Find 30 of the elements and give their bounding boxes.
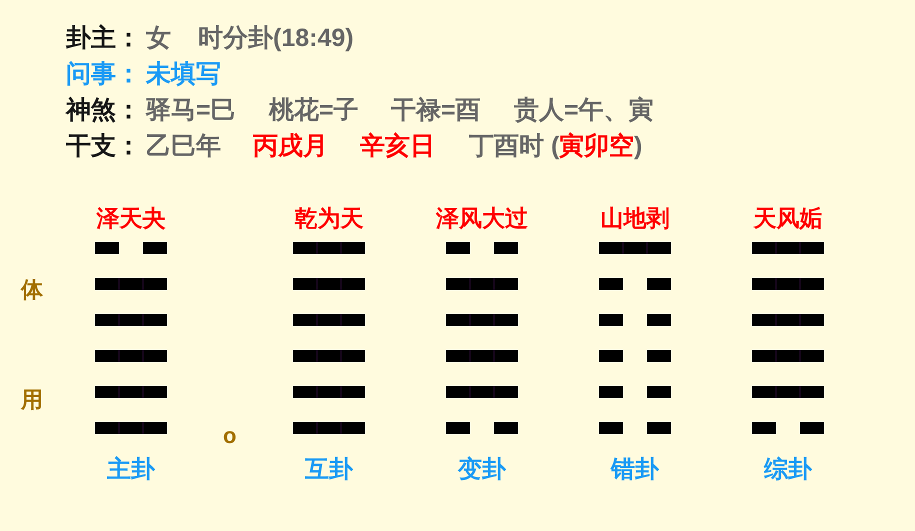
field-value: 贵人=午、寅 — [514, 95, 654, 125]
field-label: 卦主： — [66, 23, 141, 53]
field-label: 干支： — [66, 131, 141, 161]
field-value: 未填写 — [146, 59, 221, 89]
hexagram-name: 泽天夬 — [96, 205, 166, 231]
field-value: 寅卯空 — [559, 131, 634, 161]
field-value: 干禄=酉 — [391, 95, 481, 125]
hexagram-caption: 互卦 — [305, 457, 353, 483]
field-value: ) — [634, 131, 642, 161]
field-label: 神煞： — [66, 95, 141, 125]
hexagram-name: 山地剥 — [600, 205, 670, 231]
hexagram-caption: 主卦 — [107, 457, 155, 483]
field-label: 问事： — [66, 59, 141, 89]
side-label: 用 — [21, 389, 43, 411]
hexagram-name: 乾为天 — [294, 205, 364, 231]
field-value: 驿马=巳 — [146, 95, 236, 125]
field-value: 丙戌月 — [253, 131, 328, 161]
hexagram-name: 天风姤 — [754, 205, 822, 231]
hexagram-caption: 综卦 — [764, 457, 812, 483]
moving-line-marker: o — [223, 425, 236, 447]
hexagram-name: 泽风大过 — [436, 205, 528, 231]
hexagram-caption: 错卦 — [611, 457, 659, 483]
field-value: 桃花=子 — [269, 95, 359, 125]
field-value: 辛亥日 — [360, 131, 435, 161]
field-value: 女 — [146, 23, 171, 53]
hexagram-caption: 变卦 — [458, 457, 506, 483]
field-value: 丁酉时 ( — [469, 131, 560, 161]
side-label: 体 — [21, 279, 43, 301]
field-value: 时分卦(18:49) — [198, 23, 354, 53]
field-value: 乙巳年 — [146, 131, 221, 161]
